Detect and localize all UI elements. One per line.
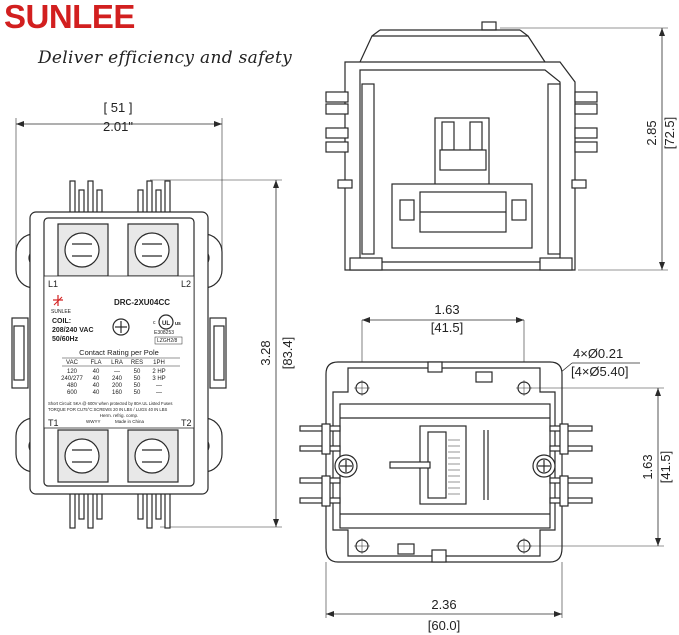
coil-screw-icon <box>112 318 130 336</box>
terminal-l2 <box>127 223 179 277</box>
table-header-cell: 1PH <box>153 360 165 366</box>
coil-frequency: 50/60Hz <box>52 336 79 343</box>
table-header-cell: FLA <box>90 360 101 366</box>
coil-screw-right <box>532 454 556 478</box>
table-cell: — <box>156 390 162 396</box>
side-height-in: 2.85 <box>644 120 659 145</box>
ul-mark-icon: UL <box>158 314 174 330</box>
table-cell: 480 <box>67 383 78 389</box>
torque-text: TORQUE FOR CU75°C:SCREWS 20 IN LBS / LUG… <box>48 407 168 412</box>
wwyy-text: WWYY <box>86 419 101 424</box>
bottom-side-terminals-right <box>549 423 593 507</box>
holes-callout-in: 4×Ø0.21 <box>573 346 623 361</box>
ul-file-number: E308253 <box>154 330 174 336</box>
table-cell: 600 <box>67 390 78 396</box>
terminal-label-t2: T2 <box>181 418 192 428</box>
bottom-top-dim-in: 1.63 <box>434 302 459 317</box>
table-cell: 40 <box>93 369 100 375</box>
short-circuit-text: Short Circuit: 5KA @ 600V when protected… <box>48 401 172 406</box>
dim-arrow <box>16 121 24 127</box>
table-header-cell: VAC <box>66 360 79 366</box>
terminal-label-t1: T1 <box>48 418 59 428</box>
holes-callout-mm: [4×Ø5.40] <box>571 364 628 379</box>
rating-title: Contact Rating per Pole <box>79 348 159 357</box>
terminal-t2 <box>127 429 179 483</box>
rating-table: VAC FLA LRA RES 1PH 120 40 — 50 2 HP 240/277 40 240 5… <box>61 360 166 396</box>
table-cell: 50 <box>134 376 141 382</box>
front-height-in: 3.28 <box>258 340 273 365</box>
side-height-mm: [72.5] <box>662 117 677 150</box>
brand-logo: SUNLEE <box>4 0 135 35</box>
bottom-width-mm: [60.0] <box>428 618 461 633</box>
table-cell: 50 <box>134 369 141 375</box>
bottom-side-dim-in: 1.63 <box>640 454 655 479</box>
table-cell: 50 <box>134 390 141 396</box>
side-view: 2.85 [72.5] <box>325 21 677 271</box>
table-cell: 40 <box>93 383 100 389</box>
made-in-text: Made in China <box>115 419 145 424</box>
table-header-cell: LRA <box>111 360 123 366</box>
dim-arrow <box>214 121 222 127</box>
terminal-l1 <box>57 223 109 277</box>
bottom-side-dim-mm: [41.5] <box>658 451 673 484</box>
terminal-t1 <box>57 429 109 483</box>
bottom-side-terminals-left <box>299 423 341 507</box>
coil-label: COIL: <box>52 318 71 325</box>
front-view: [ 51 ] 2.01" 3.28 [83.4] <box>11 100 295 529</box>
terminal-label-l1: L1 <box>48 279 58 289</box>
bottom-spade-terminals <box>69 487 171 529</box>
ul-us-mark: us <box>175 321 181 327</box>
side-terminals-left <box>325 91 353 189</box>
side-top-cap <box>359 35 546 63</box>
herm-text: Herm. refrig. comp. <box>100 413 139 418</box>
front-width-mm: [ 51 ] <box>104 100 133 115</box>
svg-text:UL: UL <box>162 321 170 327</box>
sunlee-small-logo <box>53 295 63 306</box>
table-cell: 240 <box>112 376 123 382</box>
bottom-top-dim-mm: [41.5] <box>431 320 464 335</box>
bottom-width-in: 2.36 <box>431 597 456 612</box>
table-cell: 40 <box>93 376 100 382</box>
coil-voltage: 208/240 VAC <box>52 327 94 334</box>
terminal-label-l2: L2 <box>181 279 191 289</box>
bottom-view: 1.63 [41.5] 4×Ø0.21 [4×Ø5.40] <box>299 302 673 633</box>
coil-screw-left <box>334 454 358 478</box>
table-cell: 3 HP <box>152 376 165 382</box>
mounting-holes <box>354 380 532 554</box>
side-terminals-right <box>571 91 598 189</box>
table-cell: 50 <box>134 383 141 389</box>
table-cell: 160 <box>112 390 123 396</box>
front-height-mm: [83.4] <box>280 337 295 370</box>
table-cell: 40 <box>93 390 100 396</box>
tagline: Deliver efficiency and safety <box>38 48 293 68</box>
table-cell: 120 <box>67 369 78 375</box>
model-number: DRC-2XU04CC <box>114 298 170 307</box>
front-width-in: 2.01" <box>103 119 133 134</box>
table-cell: — <box>156 383 162 389</box>
table-cell: 200 <box>112 383 123 389</box>
table-cell: 2 HP <box>152 369 165 375</box>
table-cell: — <box>114 369 120 375</box>
table-header-cell: RES <box>131 360 143 366</box>
lzgh-code: LZGH2/8 <box>157 338 178 344</box>
label-logo-text: SUNLEE <box>51 309 72 315</box>
nameplate-label <box>43 275 195 429</box>
table-cell: 240/277 <box>61 376 83 382</box>
ul-c-mark: c <box>153 320 156 326</box>
